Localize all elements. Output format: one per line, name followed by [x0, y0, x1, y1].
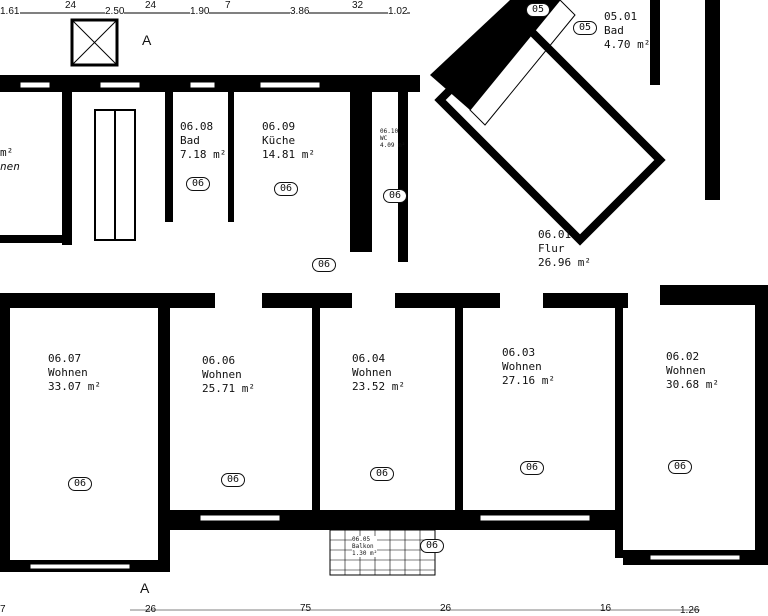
- section-marker-top: A: [142, 32, 152, 48]
- walls: [0, 0, 768, 572]
- dim-bottom-1: 26: [145, 604, 157, 615]
- dim-top-7: 32: [352, 0, 364, 11]
- unit-tag: 06: [520, 461, 545, 475]
- dim-bottom-0: 7: [0, 604, 6, 615]
- unit-tag: 06: [186, 177, 211, 191]
- dim-bottom-2: 75: [300, 603, 312, 614]
- dim-bottom-4: 16: [600, 603, 612, 614]
- dim-top-6: 3.86: [290, 6, 310, 17]
- dim-bottom-5: 1.26: [680, 605, 700, 616]
- section-marker-bottom: A: [140, 580, 150, 596]
- dim-top-8: 1.02: [388, 6, 408, 17]
- unit-tag: 06: [420, 539, 445, 553]
- dim-bottom-3: 26: [440, 603, 452, 614]
- dim-top-5: 7: [225, 0, 231, 11]
- unit-tag: 06: [221, 473, 246, 487]
- unit-tag: 06: [383, 189, 408, 203]
- unit-tag: 06: [312, 258, 337, 272]
- unit-tag: 05: [573, 21, 598, 35]
- dim-top-1: 24: [65, 0, 77, 11]
- dim-top-4: 1.90: [190, 6, 210, 17]
- dim-top-2: 2.50: [105, 6, 125, 17]
- unit-tag: 06: [68, 477, 93, 491]
- unit-tag: 05: [526, 3, 551, 17]
- unit-tag: 06: [370, 467, 395, 481]
- dim-top-0: 1.61: [0, 6, 20, 17]
- unit-tag: 06: [274, 182, 299, 196]
- dim-top-3: 24: [145, 0, 157, 11]
- unit-tag: 06: [668, 460, 693, 474]
